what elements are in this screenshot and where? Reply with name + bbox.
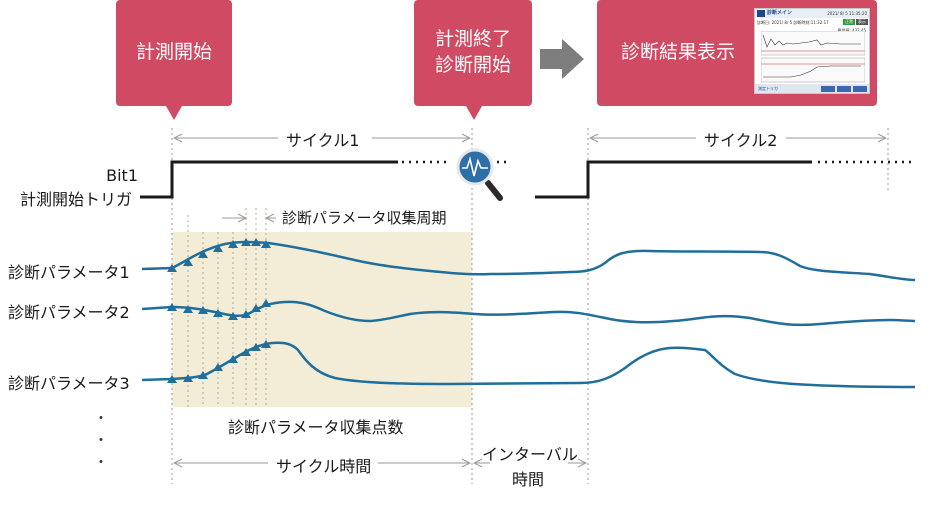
thumbnail-value: 異常値: 433.45 [837,28,866,33]
collect-period-label: 診断パラメータ収集周期 [282,209,447,227]
measurement-end-callout: 計測終了 診断開始 [414,0,532,120]
thumbnail-info-row: 診断日: 2021/ 8/ 5 診断時刻:11:32:17 [757,20,829,25]
collect-points-label: 診断パラメータ収集点数 [228,418,404,437]
thumbnail-date: 2021/ 8/ 5 11:35:20 [827,11,867,16]
cycle-guide-lines [171,128,889,484]
diagnosis-screen-thumbnail: 診断メイン 2021/ 8/ 5 11:35:20 診断日: 2021/ 8/ … [754,8,870,94]
param3-label: 診断パラメータ3 [8,374,130,393]
callout-tail [466,106,482,120]
ellipsis-dot: ・ [94,433,108,449]
trigger-name-label: 計測開始トリガ [20,190,133,209]
ellipsis-dot: ・ [94,455,108,471]
thumbnail-trigger-label: 測定トリガ [758,86,778,91]
param1-label: 診断パラメータ1 [8,263,130,282]
cycle1-label: サイクル1 [286,131,360,150]
collection-area [172,232,472,407]
trigger-bit-label: Bit1 [106,166,138,185]
thumbnail-footer-button [821,86,835,92]
thumbnail-graphs [761,31,865,83]
diagnosis-start-label: 診断開始 [434,54,511,76]
cycle-time-label: サイクル時間 [276,457,372,476]
right-arrow-icon [540,39,584,79]
thumbnail-footer: 測定トリガ [755,84,869,93]
trigger-signal [140,160,912,199]
interval-label: インターバル [482,445,578,464]
callout-tail [166,106,182,120]
measurement-start-callout: 計測開始 [116,0,232,120]
interval-time-label: 時間 [512,470,545,489]
thumbnail-normal-badge: 正常 [843,19,855,25]
magnifier-waveform-icon [456,148,503,201]
diagnosis-result-label: 診断結果表示 [621,41,736,64]
sample-markers [167,238,271,383]
param1-wave [141,240,916,282]
thumbnail-title-bar: 診断メイン 2021/ 8/ 5 11:35:20 [755,9,869,18]
ellipsis-dot: ・ [94,411,108,427]
measurement-start-label: 計測開始 [135,41,212,64]
thumbnail-view-button: 表示 [856,19,868,25]
measurement-end-label: 計測終了 [434,28,511,51]
cycle2-label: サイクル2 [704,131,778,150]
param2-label: 診断パラメータ2 [8,303,130,322]
thumbnail-footer-button [837,86,851,92]
thumbnail-title: 診断メイン [767,10,793,16]
logo-icon [757,10,765,17]
thumbnail-footer-button [853,86,867,92]
